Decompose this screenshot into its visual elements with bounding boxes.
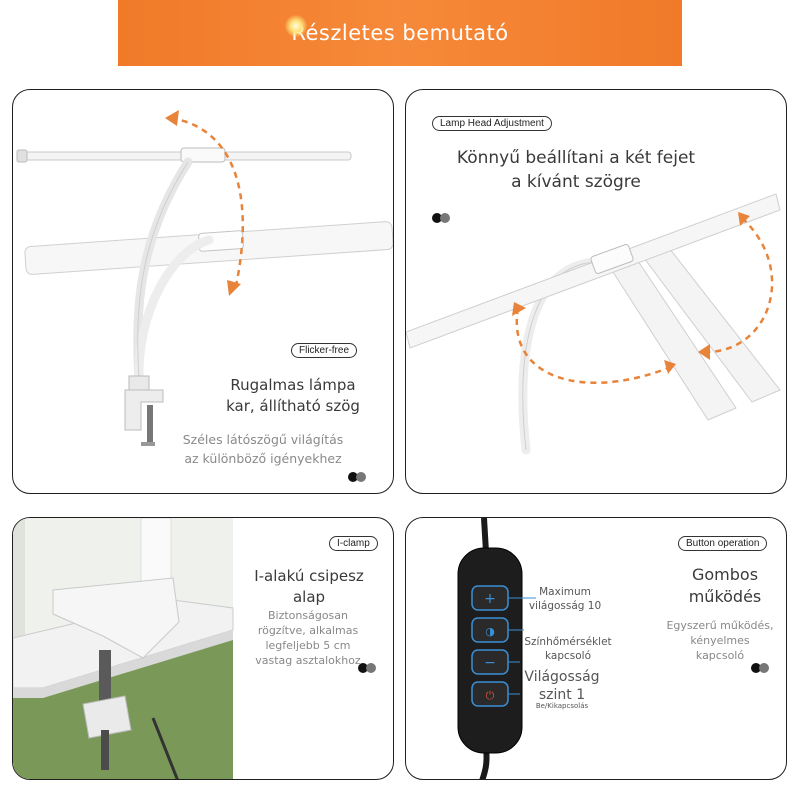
svg-text:◑: ◑ <box>485 625 495 638</box>
tag-flicker-free: Flicker-free <box>291 343 358 358</box>
lamp-head-illustration <box>406 193 781 455</box>
panel-i-clamp: I-clamp I-alakú csipesz alap Biztonságos… <box>12 517 394 780</box>
tag-lamp-head-adjustment: Lamp Head Adjustment <box>432 116 552 131</box>
svg-text:+: + <box>484 591 496 607</box>
controller-illustration: + ◑ − ⏻ <box>457 518 536 779</box>
flexible-arm-description: Széles látószögű világítás az különböző … <box>182 432 344 466</box>
banner-title: Részletes bemutató <box>285 15 508 45</box>
pager-dots-icon <box>348 472 368 482</box>
sun-glare-icon <box>285 15 308 37</box>
color-temperature-button-icon: ◑ <box>471 617 509 643</box>
buttons-description: Egyszerű működés, kényelmes kapcsoló <box>666 619 774 662</box>
label-color-temperature: Színhőmérséklet kapcsoló <box>524 636 612 662</box>
pager-dots-icon <box>432 213 452 223</box>
power-button-icon: ⏻ <box>471 681 509 707</box>
panel-lamp-head-adjustment: Lamp Head Adjustment Könnyű beállítani a… <box>405 89 787 494</box>
label-brightness-level: Világosság szint 1 <box>524 669 600 703</box>
clamp-description: Biztonságosan rögzítve, alkalmas legfelj… <box>255 609 361 667</box>
flexible-lamp-illustration <box>16 110 393 446</box>
pager-dots-icon <box>751 663 771 673</box>
plus-button-icon: + <box>471 585 509 611</box>
tag-button-operation: Button operation <box>678 536 768 551</box>
minus-button-icon: − <box>471 649 509 675</box>
head-adjust-text: Könnyű beállítani a két fejet a kívánt s… <box>456 148 696 192</box>
panel-button-operation: + ◑ − ⏻ Maximum világosság 10 Színhőmérs… <box>405 517 787 780</box>
pager-dots-icon <box>358 663 378 673</box>
panel-flexible-arm: Flicker-free Rugalmas lámpa kar, állítha… <box>12 89 394 494</box>
label-power: Be/Kikapcsolás <box>535 702 589 710</box>
label-max-brightness: Maximum világosság 10 <box>528 586 602 612</box>
clamp-illustration <box>13 518 234 779</box>
buttons-title: Gombos működés <box>688 565 762 606</box>
clamp-title: I-alakú csipesz alap <box>254 567 364 606</box>
svg-text:⏻: ⏻ <box>486 689 495 702</box>
tag-i-clamp: I-clamp <box>329 536 378 551</box>
svg-text:−: − <box>484 655 496 671</box>
flexible-arm-title: Rugalmas lámpa kar, állítható szög <box>226 376 360 415</box>
header-banner: Részletes bemutató <box>118 0 682 66</box>
